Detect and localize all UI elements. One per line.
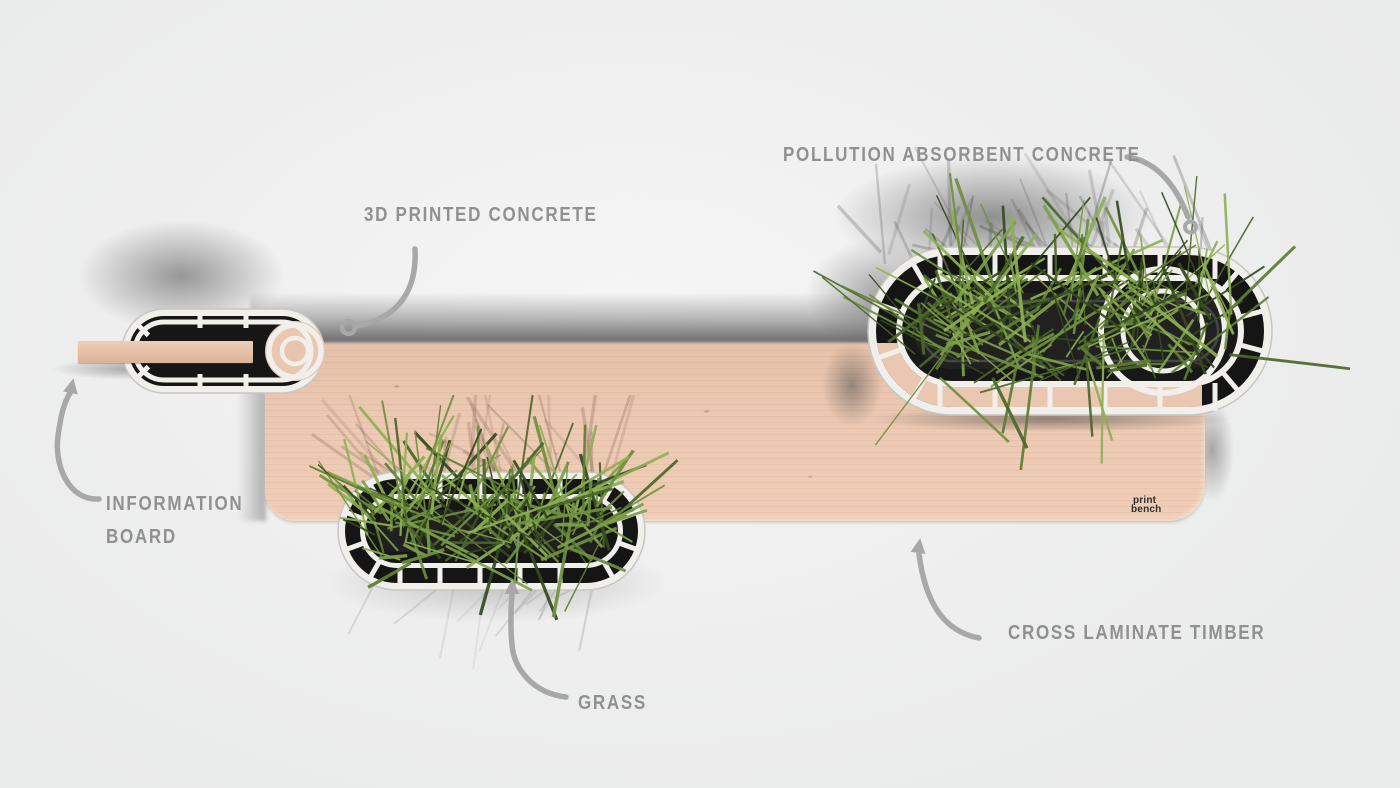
arrow-loop-end-icon	[339, 318, 358, 337]
arrowhead-icon	[910, 538, 926, 555]
bench-top-wood-slab: print bench	[265, 343, 1205, 521]
grass-planter-shadow	[324, 543, 668, 623]
arrowhead-icon	[63, 378, 78, 395]
label-information-line1: INFORMATION	[106, 493, 244, 515]
bench-cast-shadow	[250, 293, 900, 343]
arrow-to-cross-laminate-timber	[910, 538, 982, 641]
information-board-plank	[78, 341, 253, 363]
label-pollution-absorbent-concrete: POLLUTION ABSORBENT CONCRETE	[783, 144, 1141, 166]
logo-line-1: print	[1133, 495, 1157, 506]
arrow-to-grass	[504, 579, 569, 700]
label-information-line2: BOARD	[106, 526, 177, 548]
planter-shadow-blob-a	[834, 156, 1150, 278]
logo-line-2: bench	[1131, 504, 1162, 515]
print-bench-logo: print bench	[1131, 495, 1162, 515]
label-grass: GRASS	[578, 692, 647, 714]
arrowhead-icon	[504, 579, 520, 594]
arrow-to-printed-concrete	[339, 246, 418, 337]
arrow-to-information-board	[54, 378, 102, 502]
arrow-to-pollution-concrete	[1124, 154, 1198, 235]
label-information-board: INFORMATION BOARD	[106, 488, 243, 554]
label-3d-printed-concrete: 3D PRINTED CONCRETE	[364, 204, 598, 226]
planter-shadow-blob-b	[806, 238, 960, 350]
arrow-loop-end-icon	[1183, 219, 1198, 235]
seat-capsule-shadow	[78, 220, 284, 332]
label-cross-laminate-timber: CROSS LAMINATE TIMBER	[1008, 622, 1266, 644]
